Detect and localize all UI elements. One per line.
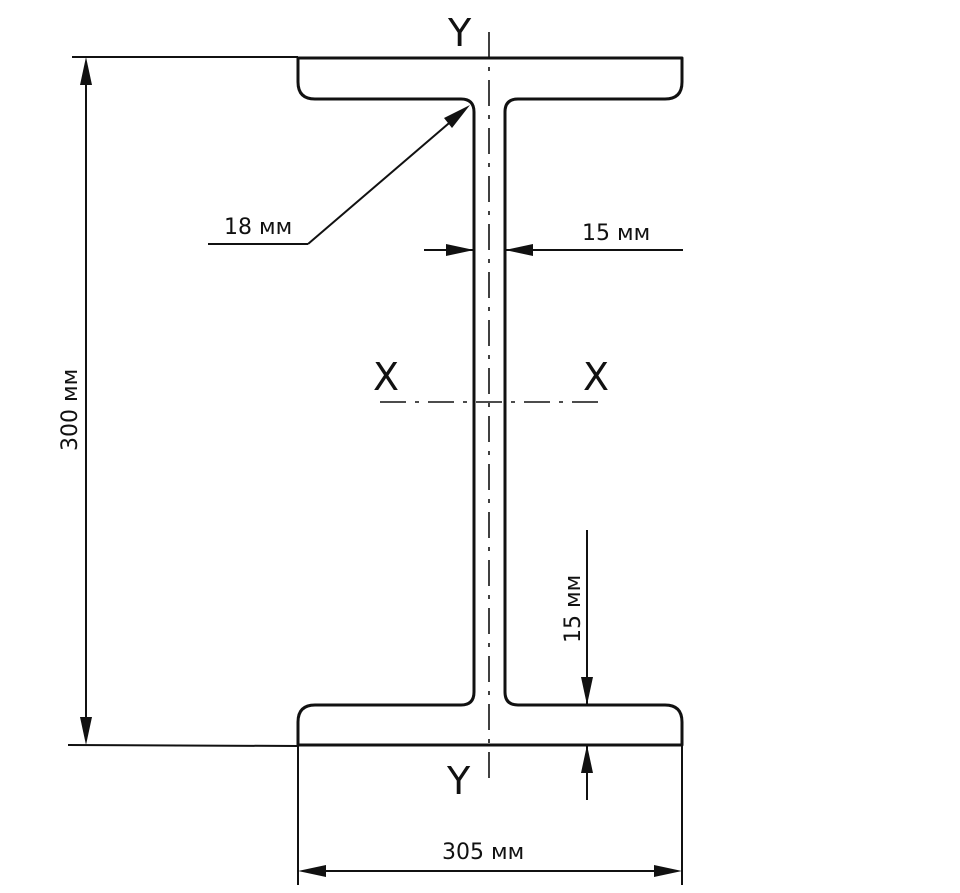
- height-dimension: 300 мм: [58, 56, 299, 747]
- x-axis-label-right: X: [583, 355, 609, 399]
- y-axis-label-top: Y: [447, 11, 472, 55]
- fillet-radius-callout: 18 мм: [208, 105, 470, 245]
- width-arrow-left: [298, 865, 326, 877]
- web-thickness-dimension: 15 мм: [424, 221, 683, 256]
- flange-thickness-arrow-bottom: [581, 745, 593, 773]
- height-arrow-top: [80, 57, 92, 85]
- x-axis-label-left: X: [373, 355, 399, 399]
- fillet-leader-diagonal: [307, 111, 463, 245]
- y-axis-label-bottom: Y: [446, 759, 471, 803]
- flange-thickness-label: 15 мм: [561, 575, 586, 643]
- height-arrow-bottom: [80, 717, 92, 745]
- height-dimension-label: 300 мм: [58, 369, 83, 451]
- height-extension-bottom: [67, 744, 299, 747]
- fillet-leader-arrow: [444, 105, 470, 128]
- flange-thickness-dimension: 15 мм: [561, 530, 593, 800]
- flange-thickness-arrow-top: [581, 677, 593, 705]
- fillet-radius-label: 18 мм: [224, 215, 292, 240]
- width-arrow-right: [654, 865, 682, 877]
- web-thickness-arrow-right: [505, 244, 533, 256]
- width-dimension: 305 мм: [297, 745, 683, 885]
- width-dimension-label: 305 мм: [442, 840, 524, 865]
- web-thickness-label: 15 мм: [582, 221, 650, 246]
- web-thickness-arrow-left: [446, 244, 474, 256]
